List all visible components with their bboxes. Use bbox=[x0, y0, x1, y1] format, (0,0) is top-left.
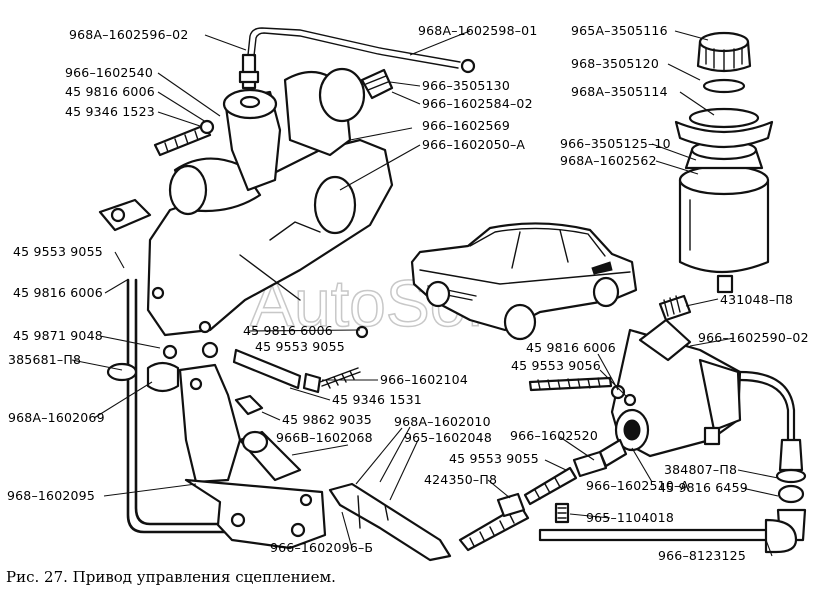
part-label: 966–3505125–10 bbox=[560, 136, 671, 151]
part-label: 45 9553 9056 bbox=[511, 358, 601, 373]
part-label: 966–1602584–02 bbox=[422, 96, 533, 111]
part-label: 965–1602048 bbox=[404, 430, 492, 445]
part-label: 45 9553 9055 bbox=[13, 244, 103, 259]
part-label: 966–3505130 bbox=[422, 78, 510, 93]
part-label: 968–3505120 bbox=[571, 56, 659, 71]
part-label: 45 9816 6006 bbox=[243, 323, 333, 338]
part-label: 45 9346 1531 bbox=[332, 392, 422, 407]
part-label: 965–1104018 bbox=[586, 510, 674, 525]
part-label: 966В–1602068 bbox=[276, 430, 373, 445]
part-label: 968А–1602598–01 bbox=[418, 23, 538, 38]
part-label: 968А–1602069 bbox=[8, 410, 105, 425]
pedal-assembly bbox=[106, 278, 613, 562]
part-label: 45 9816 6006 bbox=[65, 84, 155, 99]
part-label: 966–1602510–А bbox=[586, 478, 689, 493]
part-label: 45 9862 9035 bbox=[282, 412, 372, 427]
part-label: 968–1602095 bbox=[7, 488, 95, 503]
part-label: 966–1602540 bbox=[65, 65, 153, 80]
part-label: 45 9871 9048 bbox=[13, 328, 103, 343]
master-cylinder-assembly bbox=[98, 27, 476, 337]
part-label: 966–1602590–02 bbox=[698, 330, 809, 345]
part-label: 45 9816 6459 bbox=[658, 480, 748, 495]
part-label: 966–1602520 bbox=[510, 428, 598, 443]
part-label: 965А–3505116 bbox=[571, 23, 668, 38]
part-label: 968А–1602596–02 bbox=[69, 27, 189, 42]
part-label: 45 9346 1523 bbox=[65, 104, 155, 119]
part-label: 966–1602096–Б bbox=[270, 540, 373, 555]
part-label: 45 9816 6006 bbox=[526, 340, 616, 355]
part-label: 968А–1602010 bbox=[394, 414, 491, 429]
figure-caption: Рис. 27. Привод управления сцеплением. bbox=[6, 568, 336, 586]
part-label: 966–1602104 bbox=[380, 372, 468, 387]
part-label: 968А–3505114 bbox=[571, 84, 668, 99]
part-label: 968А–1602562 bbox=[560, 153, 657, 168]
part-label: 424350–П8 bbox=[424, 472, 497, 487]
part-label: 45 9816 6006 bbox=[13, 285, 103, 300]
fluid-reservoir bbox=[674, 31, 774, 294]
part-label: 966–8123125 bbox=[658, 548, 746, 563]
slave-cylinder-assembly bbox=[458, 294, 807, 554]
part-label: 966–1602569 bbox=[422, 118, 510, 133]
part-label: 431048–П8 bbox=[720, 292, 793, 307]
part-labels: 968А–1602596–02 968А–1602598–01 965А–350… bbox=[7, 23, 809, 563]
part-label: 385681–П8 bbox=[8, 352, 81, 367]
part-label: 384807–П8 bbox=[664, 462, 737, 477]
part-label: 45 9553 9055 bbox=[255, 339, 345, 354]
leader-lines bbox=[71, 30, 779, 557]
part-label: 966–1602050–А bbox=[422, 137, 525, 152]
part-label: 45 9553 9055 bbox=[449, 451, 539, 466]
car-illustration bbox=[410, 222, 638, 341]
